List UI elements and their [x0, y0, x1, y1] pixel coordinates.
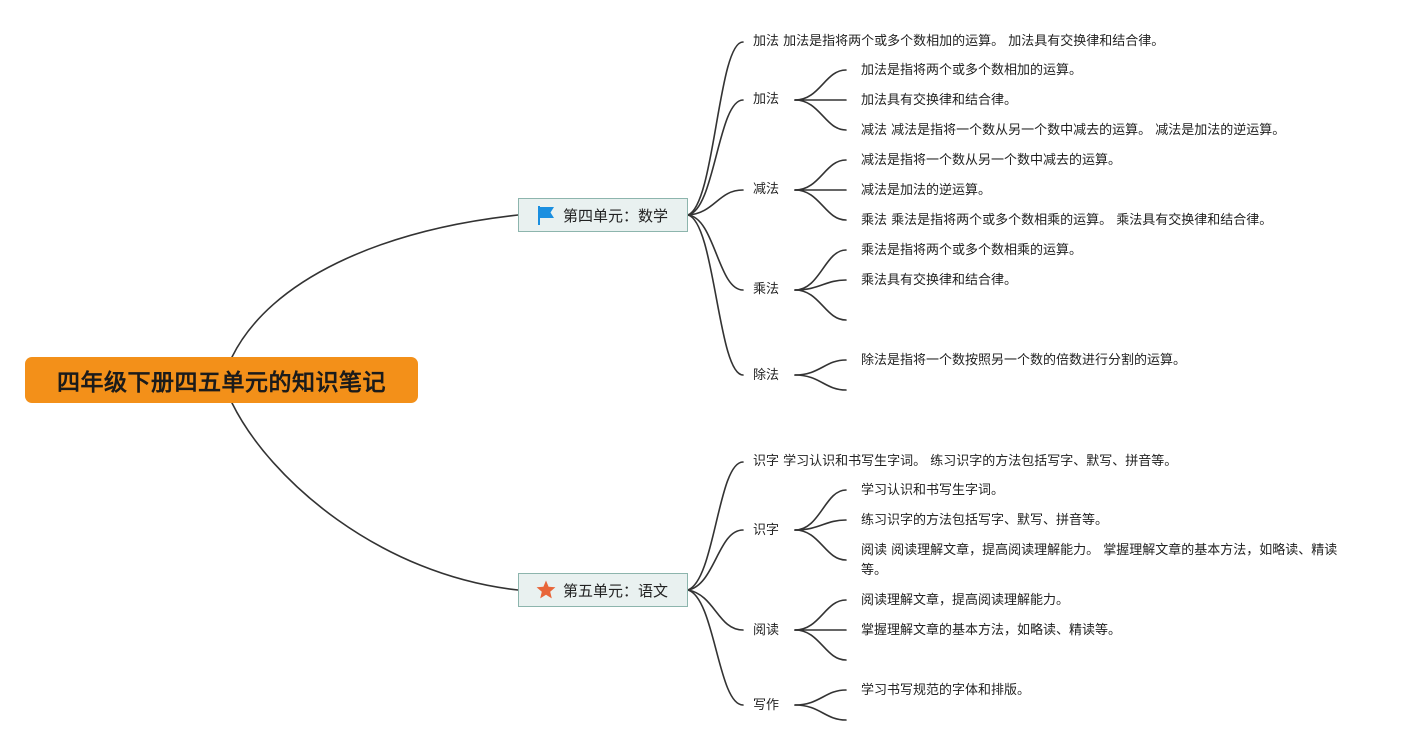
unit-chinese-topic[interactable]: 第五单元：语文 — [518, 573, 688, 607]
link-chinese-shizi — [687, 529, 744, 591]
unit-chinese-label: 第五单元：语文 — [563, 581, 669, 600]
topic-reading[interactable]: 阅读 — [753, 623, 780, 638]
note-literacy-3[interactable]: 阅读 阅读理解文章，提高阅读理解能力。 掌握理解文章的基本方法，如略读、精读等。 — [861, 543, 1338, 578]
note-division-1[interactable]: 除法是指将一个数按照另一个数的倍数进行分割的运算。 — [861, 353, 1187, 368]
math-summary[interactable]: 加法 加法是指将两个或多个数相加的运算。 加法具有交换律和结合律。 — [753, 34, 1165, 49]
link-math-div — [687, 214, 744, 376]
unit-math-label: 第四单元：数学 — [563, 206, 669, 225]
note-writing-1[interactable]: 学习书写规范的字体和排版。 — [861, 683, 1031, 698]
unit-math-topic[interactable]: 第四单元：数学 — [518, 198, 688, 232]
note-multiplication-2[interactable]: 乘法具有交换律和结合律。 — [861, 273, 1018, 288]
topic-multiplication[interactable]: 乘法 — [753, 282, 780, 297]
link-chinese-xiezuo — [687, 589, 744, 706]
note-addition-2[interactable]: 加法具有交换律和结合律。 — [861, 93, 1018, 108]
link-math-mul — [687, 214, 744, 291]
topic-literacy[interactable]: 识字 — [753, 523, 780, 538]
note-subtraction-1[interactable]: 减法是指将一个数从另一个数中减去的运算。 — [861, 153, 1122, 168]
link-chinese-yuedu — [687, 589, 744, 631]
star-icon — [536, 580, 556, 599]
topic-addition[interactable]: 加法 — [753, 92, 780, 107]
note-subtraction-2[interactable]: 减法是加法的逆运算。 — [861, 183, 992, 198]
root-topic[interactable]: 四年级下册四五单元的知识笔记 — [25, 357, 418, 403]
note-multiplication-1[interactable]: 乘法是指将两个或多个数相乘的运算。 — [861, 243, 1083, 258]
topic-subtraction[interactable]: 减法 — [753, 182, 780, 197]
note-literacy-1[interactable]: 学习认识和书写生字词。 — [861, 483, 1005, 498]
root-title: 四年级下册四五单元的知识笔记 — [57, 370, 386, 396]
topic-writing[interactable]: 写作 — [753, 698, 780, 713]
flag-icon — [538, 206, 554, 225]
link-root-math — [231, 214, 519, 358]
note-subtraction-3[interactable]: 乘法 乘法是指将两个或多个数相乘的运算。 乘法具有交换律和结合律。 — [861, 213, 1273, 228]
link-math-add — [687, 99, 744, 216]
link-math-summary — [687, 41, 744, 216]
note-reading-2[interactable]: 掌握理解文章的基本方法，如略读、精读等。 — [861, 623, 1122, 638]
note-addition-3[interactable]: 减法 减法是指将一个数从另一个数中减去的运算。 减法是加法的逆运算。 — [861, 123, 1286, 138]
topic-division[interactable]: 除法 — [753, 368, 780, 383]
link-chinese-summary — [687, 461, 744, 591]
note-reading-1[interactable]: 阅读理解文章，提高阅读理解能力。 — [861, 593, 1070, 608]
note-literacy-2[interactable]: 练习识字的方法包括写字、默写、拼音等。 — [861, 513, 1109, 528]
chinese-summary[interactable]: 识字 学习认识和书写生字词。 练习识字的方法包括写字、默写、拼音等。 — [753, 454, 1178, 469]
note-addition-1[interactable]: 加法是指将两个或多个数相加的运算。 — [861, 63, 1083, 78]
link-root-chinese — [231, 402, 519, 591]
link-math-sub — [687, 189, 744, 216]
